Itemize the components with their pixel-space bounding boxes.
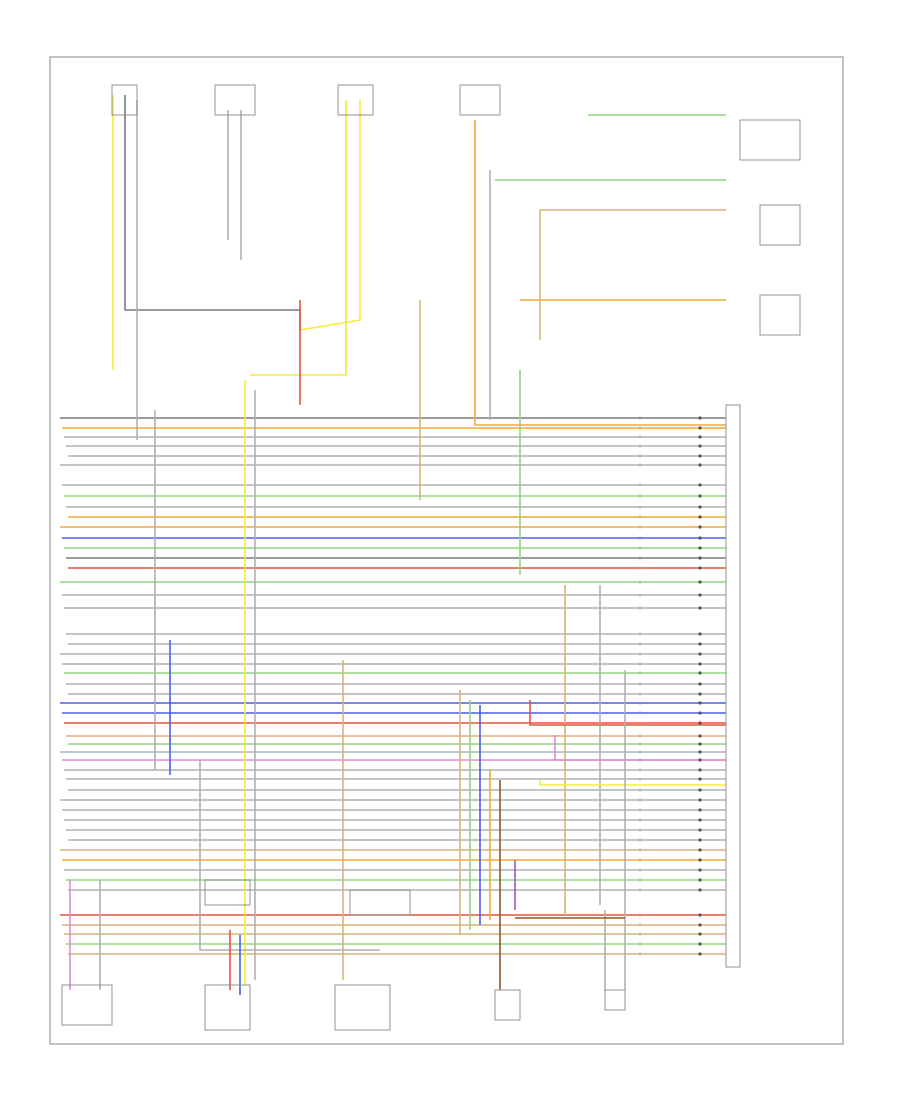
- pcm-pin-44: [698, 888, 702, 892]
- pcm-pin-31: [698, 758, 702, 762]
- pcm-pin-14: [698, 566, 702, 570]
- ground-point: [604, 989, 626, 1011]
- pcm-pin-42: [698, 868, 702, 872]
- pcm-pin-22: [698, 671, 702, 675]
- pcm-pin-28: [698, 734, 702, 738]
- pcm-pin-12: [698, 546, 702, 550]
- pcm-pin-45: [698, 913, 702, 917]
- pcm-pin-21: [698, 662, 702, 666]
- pcm-pin-11: [698, 536, 702, 540]
- red-loop: [529, 700, 726, 726]
- transmission-range: [459, 84, 501, 116]
- pcm-pin-13: [698, 556, 702, 560]
- pcm-pin-39: [698, 838, 702, 842]
- pcm-pin-43: [698, 878, 702, 882]
- yellow-loop: [539, 780, 726, 786]
- knock-sensor: [334, 984, 391, 1031]
- switch-3-b: [299, 100, 361, 331]
- pcm-pin-29: [698, 742, 702, 746]
- pcm-pin-3: [698, 444, 702, 448]
- oss-sensor: [204, 879, 251, 906]
- pcm-pin-35: [698, 798, 702, 802]
- pcm-pin-7: [698, 494, 702, 498]
- pcm-pin-15: [698, 580, 702, 584]
- tr-sensor-orange: [474, 120, 726, 426]
- pcm-pin-10: [698, 525, 702, 529]
- switch-3-signal: [250, 100, 347, 376]
- pcm-pin-48: [698, 942, 702, 946]
- pcm-pin-24: [698, 692, 702, 696]
- pcm-pin-36: [698, 808, 702, 812]
- pcm-pin-49: [698, 952, 702, 956]
- pcm-pin-33: [698, 777, 702, 781]
- pcm-pin-16: [698, 593, 702, 597]
- pcm-pin-23: [698, 682, 702, 686]
- pcm-pin-18: [698, 632, 702, 636]
- pcm-pin-19: [698, 642, 702, 646]
- tp-switch: [214, 84, 256, 116]
- pcm-pin-37: [698, 818, 702, 822]
- pcm-connector: [725, 404, 741, 968]
- pcm-pin-27: [698, 721, 702, 725]
- pcm-pin-17: [698, 606, 702, 610]
- component-layer: [61, 84, 801, 1031]
- wire-layer: [60, 95, 726, 995]
- tr-switch: [337, 84, 374, 116]
- pcm-pin-32: [698, 768, 702, 772]
- pcm-pin-30: [698, 750, 702, 754]
- pcm-pin-46: [698, 923, 702, 927]
- pcm-pin-1: [698, 426, 702, 430]
- ckp-sensor: [204, 984, 251, 1031]
- pcm-pin-38: [698, 828, 702, 832]
- sensor-1-ground: [124, 95, 301, 330]
- tss-sensor: [349, 889, 411, 916]
- pcm-pin-6: [698, 483, 702, 487]
- pink-loop: [554, 735, 726, 761]
- pcm-pin-2: [698, 435, 702, 439]
- pcm-pin-0: [698, 416, 702, 420]
- pcm-pin-25: [698, 701, 702, 705]
- tcc-solenoid: [494, 989, 521, 1021]
- vss-sensor: [111, 84, 138, 116]
- pcm-pin-9: [698, 515, 702, 519]
- pcm-pin-47: [698, 932, 702, 936]
- pressure-sensor: [739, 119, 801, 161]
- pcm-pin-34: [698, 788, 702, 792]
- pcm-pin-5: [698, 463, 702, 467]
- clutch-switch: [759, 294, 801, 336]
- diagram-border: [49, 56, 844, 1045]
- bottom-gray-loop: [199, 760, 380, 951]
- pcm-pin-40: [698, 848, 702, 852]
- pcm-pin-4: [698, 454, 702, 458]
- pcm-pin-20: [698, 652, 702, 656]
- brake-switch: [759, 204, 801, 246]
- pcm-pin-41: [698, 858, 702, 862]
- cmp-sensor: [61, 984, 113, 1026]
- pcm-pin-8: [698, 505, 702, 509]
- pcm-pin-26: [698, 711, 702, 715]
